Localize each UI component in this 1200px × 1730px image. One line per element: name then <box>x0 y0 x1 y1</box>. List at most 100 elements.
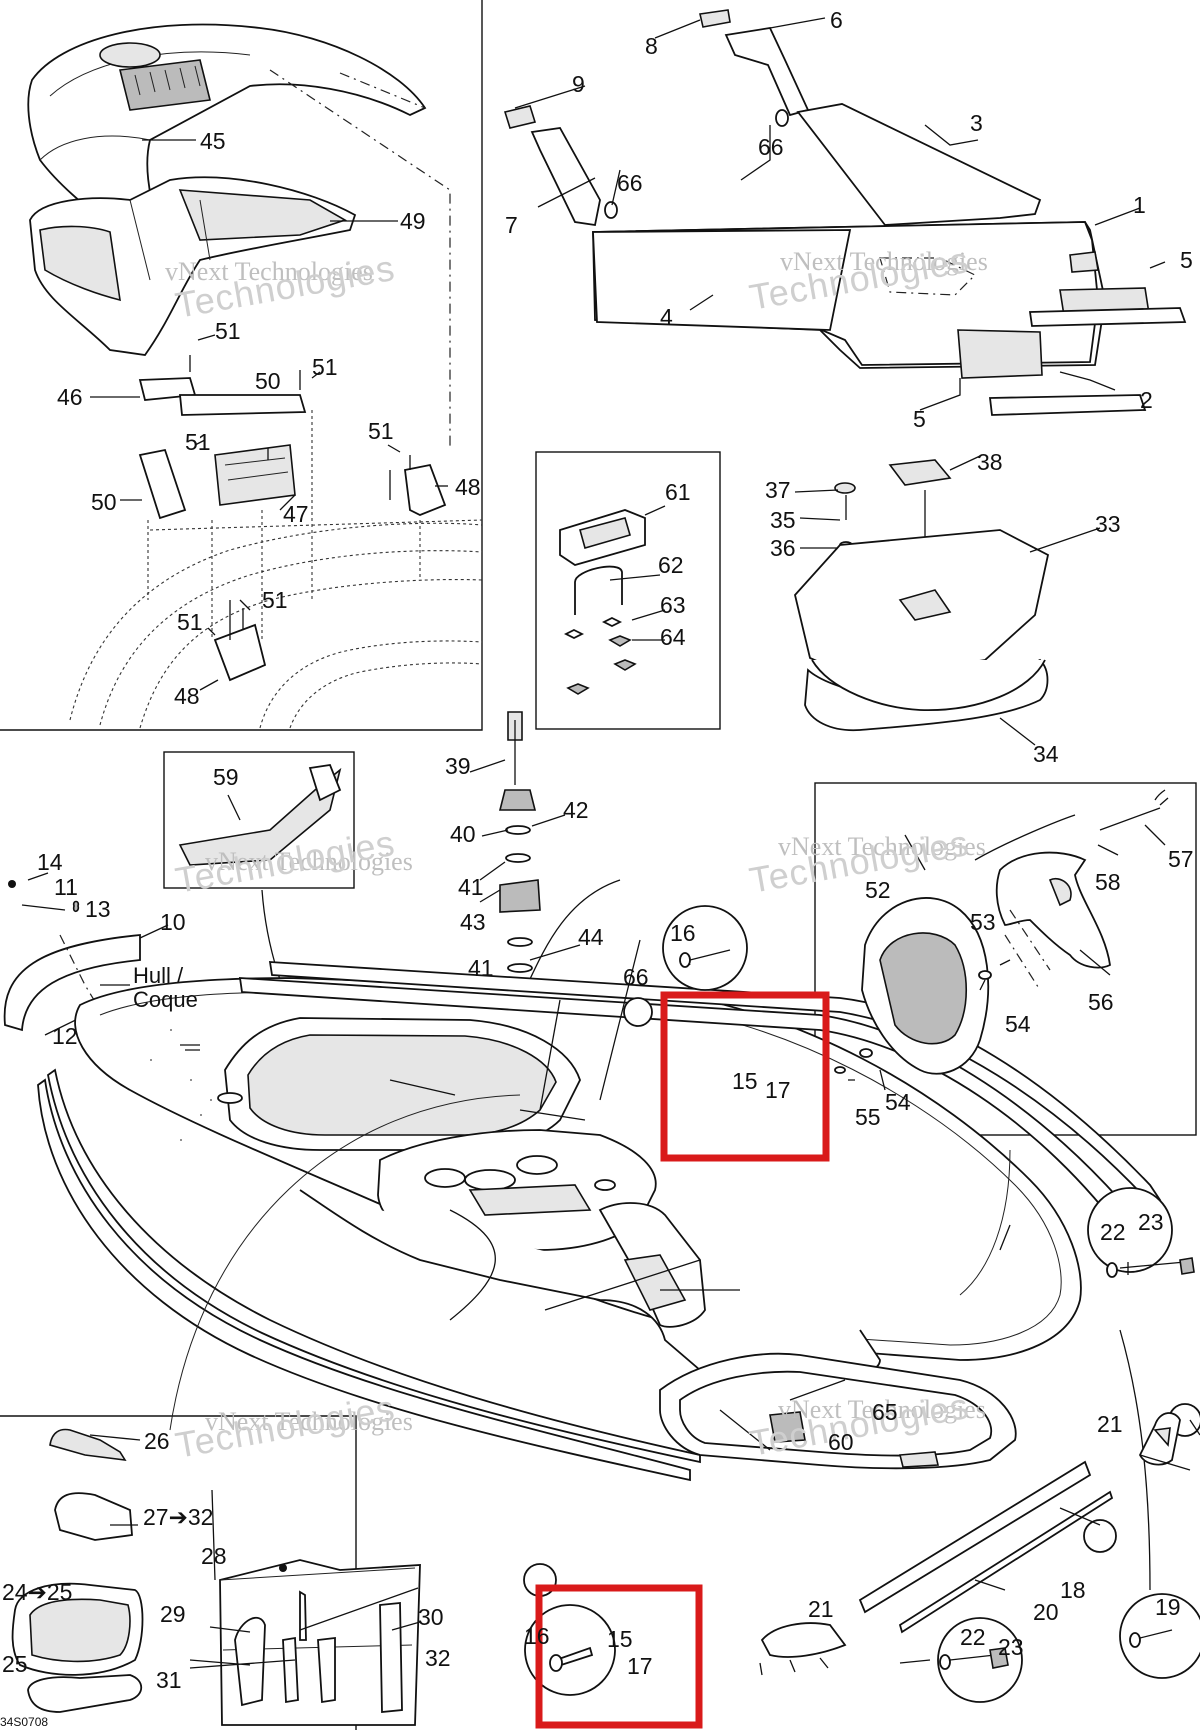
callout-label: 17 <box>627 1653 653 1679</box>
callout-label: 25 <box>2 1651 28 1677</box>
callout-label: 32 <box>425 1645 451 1671</box>
tool-kit-panel <box>11 1428 421 1726</box>
highlight-box-upper <box>660 991 830 1162</box>
callout-label: 13 <box>85 896 111 922</box>
callout-label: 15 <box>732 1068 758 1094</box>
callout-label: 49 <box>400 208 426 234</box>
callout-label: 20 <box>1033 1599 1059 1625</box>
deck-mats <box>503 9 1187 416</box>
callout-label: 16 <box>670 920 696 946</box>
callout-label: 42 <box>563 797 589 823</box>
callout-label: 10 <box>160 909 186 935</box>
callout-label: 12 <box>52 1023 78 1049</box>
callout-label: 6 <box>830 7 843 33</box>
callout-label: 61 <box>665 479 691 505</box>
callout-label: 58 <box>1095 869 1121 895</box>
hull-trim <box>3 872 169 1036</box>
watermark-text: vNext Technologies <box>780 247 988 276</box>
callout-label: 41 <box>458 874 484 900</box>
callout-label: 66 <box>623 964 649 990</box>
callout-label: 9 <box>572 71 585 97</box>
callout-label: 26 <box>144 1428 170 1454</box>
callout-label: 11 <box>54 874 78 900</box>
callout-label: 29 <box>160 1601 186 1627</box>
callout-numbers: 45 49 51 46 50 51 51 51 48 50 47 51 51 4… <box>0 7 1194 1729</box>
callout-label: 54 <box>885 1089 911 1115</box>
callout-label: 18 <box>1060 1577 1086 1603</box>
callout-label: 46 <box>57 384 83 410</box>
callout-label: 57 <box>1168 846 1194 872</box>
callout-label: 4 <box>660 304 673 330</box>
callout-label: 35 <box>770 507 796 533</box>
callout-label: 33 <box>1095 511 1121 537</box>
watermark-text: vNext Technologies <box>205 847 413 876</box>
callout-label: 48 <box>174 683 200 709</box>
watermark-text: vNext Technologies <box>778 1395 986 1424</box>
handle-kit <box>559 505 666 695</box>
callout-label: 56 <box>1088 989 1114 1015</box>
storage-lid <box>794 455 1101 746</box>
callout-label: 1 <box>1133 192 1146 218</box>
callout-label: 48 <box>455 474 481 500</box>
callout-label: 3 <box>970 110 983 136</box>
callout-label: 23 <box>1138 1209 1164 1235</box>
mount-stack <box>469 711 621 1001</box>
callout-label: 17 <box>765 1077 791 1103</box>
callout-label: 47 <box>283 501 309 527</box>
callout-label: 28 <box>201 1543 227 1569</box>
callout-label: 31 <box>156 1667 182 1693</box>
callout-label: 2 <box>1140 387 1153 413</box>
callout-label: 40 <box>450 821 476 847</box>
callout-label: 27➔32 <box>143 1504 213 1530</box>
callout-label: 30 <box>418 1604 444 1630</box>
callout-label: 37 <box>765 477 791 503</box>
callout-label: 21 <box>808 1596 834 1622</box>
callout-label: 34 <box>1033 741 1059 767</box>
watermark-text: Technologies <box>172 1387 398 1466</box>
callout-label: 5 <box>913 406 926 432</box>
hull-body <box>37 939 1162 1482</box>
callout-label: 60 <box>828 1429 854 1455</box>
highlight-boxes <box>535 991 830 1729</box>
callout-label: 51 <box>262 587 288 613</box>
callout-label: 51 <box>185 429 211 455</box>
callout-label: 39 <box>445 753 471 779</box>
callout-label: 64 <box>660 624 686 650</box>
callout-label: 16 <box>524 1623 550 1649</box>
seat-assembly <box>27 23 483 729</box>
hull-label: Hull / <box>133 963 184 988</box>
callout-label: 50 <box>91 489 117 515</box>
callout-label: 23 <box>998 1634 1024 1660</box>
callout-label: 59 <box>213 764 239 790</box>
callout-label: 52 <box>865 877 891 903</box>
side-rails <box>759 1412 1200 1676</box>
callout-label: 66 <box>758 134 784 160</box>
callout-label: 14 <box>37 849 63 875</box>
callout-label: 15 <box>607 1626 633 1652</box>
callout-label: 38 <box>977 449 1003 475</box>
callout-label: 5 <box>1180 247 1193 273</box>
callout-label: 22 <box>1100 1219 1126 1245</box>
callout-label: 55 <box>855 1104 881 1130</box>
callout-label: 51 <box>177 609 203 635</box>
callout-label: 8 <box>645 33 658 59</box>
callout-label: 22 <box>960 1624 986 1650</box>
reboarding-handle <box>834 789 1169 1091</box>
bolt-detail-circles <box>523 905 1200 1703</box>
callout-label: 51 <box>368 418 394 444</box>
callout-label: 51 <box>215 318 241 344</box>
callout-label: 65 <box>872 1399 898 1425</box>
callout-label: 36 <box>770 535 796 561</box>
watermark-text: vNext Technologies <box>165 257 373 286</box>
callout-label: 21 <box>1097 1411 1123 1437</box>
callout-label: 44 <box>578 924 604 950</box>
callout-label: 19 <box>1155 1594 1181 1620</box>
callout-label: 45 <box>200 128 226 154</box>
drawing-code: 34S0708 <box>0 1715 48 1729</box>
callout-label: 53 <box>970 909 996 935</box>
watermark-text: vNext Technologies <box>778 832 986 861</box>
callout-label: 54 <box>1005 1011 1031 1037</box>
callout-label: 24➔25 <box>2 1579 72 1605</box>
